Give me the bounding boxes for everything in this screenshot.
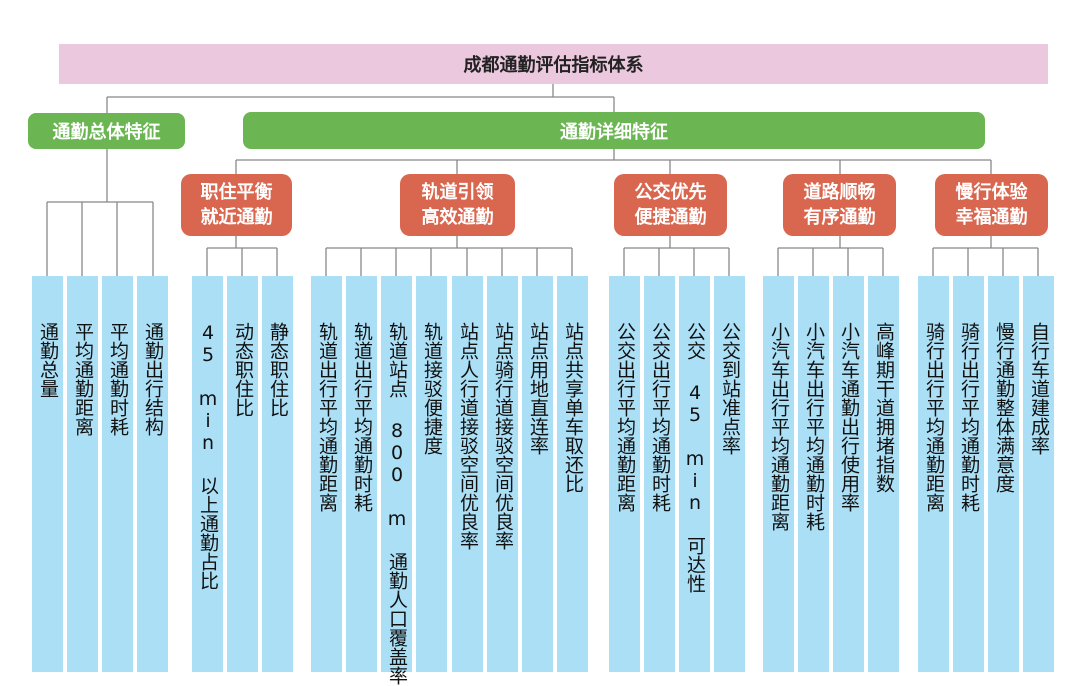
indicator-box: 平均通勤距离 xyxy=(67,276,98,672)
indicator-label: 公交出行平均通勤距离 xyxy=(614,322,636,512)
indicator-label: 轨道出行平均通勤时耗 xyxy=(351,322,373,512)
indicator-box: 轨道出行平均通勤时耗 xyxy=(346,276,377,672)
root-node: 成都通勤评估指标体系 xyxy=(59,44,1048,84)
indicator-box: 站点用地直连率 xyxy=(522,276,553,672)
indicator-box: 自行车道建成率 xyxy=(1023,276,1054,672)
indicator-box: 动态职住比 xyxy=(227,276,258,672)
indicator-box: 站点人行道接驳空间优良率 xyxy=(452,276,483,672)
indicator-label: 站点共享单车取还比 xyxy=(562,322,584,493)
indicator-label: 轨道接驳便捷度 xyxy=(421,322,443,455)
indicator-label: 静态职住比 xyxy=(267,322,289,417)
indicator-label: 自行车道建成率 xyxy=(1028,322,1050,455)
indicator-box: 慢行通勤整体满意度 xyxy=(988,276,1019,672)
indicator-label: 站点用地直连率 xyxy=(527,322,549,455)
category-overall-features: 通勤总体特征 xyxy=(28,113,185,149)
indicator-box: 通勤总量 xyxy=(32,276,63,672)
indicator-box: 公交到站准点率 xyxy=(714,276,745,672)
indicator-label: 慢行通勤整体满意度 xyxy=(993,322,1015,493)
indicator-label: 小汽车出行平均通勤时耗 xyxy=(803,322,825,531)
indicator-label: 小汽车通勤出行使用率 xyxy=(838,322,860,512)
indicator-label: 站点人行道接驳空间优良率 xyxy=(457,322,479,550)
indicator-label: 小汽车出行平均通勤距离 xyxy=(768,322,790,531)
indicator-label: 平均通勤时耗 xyxy=(107,322,129,436)
indicator-box: 静态职住比 xyxy=(262,276,293,672)
indicator-box: 公交出行平均通勤时耗 xyxy=(644,276,675,672)
indicator-box: 轨道接驳便捷度 xyxy=(416,276,447,672)
indicator-box: 平均通勤时耗 xyxy=(102,276,133,672)
indicator-box: 骑行出行平均通勤距离 xyxy=(918,276,949,672)
indicator-label: 站点骑行道接驳空间优良率 xyxy=(492,322,514,550)
indicator-box: 小汽车通勤出行使用率 xyxy=(833,276,864,672)
indicator-label: 通勤总量 xyxy=(37,322,59,398)
indicator-label: 平均通勤距离 xyxy=(72,322,94,436)
indicator-box: 45 min 以上通勤占比 xyxy=(192,276,223,672)
indicator-label: 轨道出行平均通勤距离 xyxy=(316,322,338,512)
subcategory-bus-priority: 公交优先 便捷通勤 xyxy=(614,174,727,236)
subcategory-slow-traffic: 慢行体验 幸福通勤 xyxy=(935,174,1048,236)
indicator-box: 通勤出行结构 xyxy=(137,276,168,672)
indicator-label: 公交到站准点率 xyxy=(719,322,741,455)
indicator-box: 公交出行平均通勤距离 xyxy=(609,276,640,672)
subcategory-rail-transit: 轨道引领 高效通勤 xyxy=(400,174,515,236)
indicator-label: 高峰期干道拥堵指数 xyxy=(873,322,895,493)
indicator-box: 骑行出行平均通勤时耗 xyxy=(953,276,984,672)
subcategory-job-housing-balance: 职住平衡 就近通勤 xyxy=(181,174,292,236)
indicator-label: 骑行出行平均通勤距离 xyxy=(923,322,945,512)
category-detailed-features: 通勤详细特征 xyxy=(243,112,985,149)
indicator-label: 45 min 以上通勤占比 xyxy=(197,322,219,590)
indicator-label: 骑行出行平均通勤时耗 xyxy=(958,322,980,512)
indicator-box: 小汽车出行平均通勤时耗 xyxy=(798,276,829,672)
indicator-label: 公交 45 min 可达性 xyxy=(684,322,706,593)
indicator-box: 高峰期干道拥堵指数 xyxy=(868,276,899,672)
indicator-label: 公交出行平均通勤时耗 xyxy=(649,322,671,512)
indicator-box: 站点骑行道接驳空间优良率 xyxy=(487,276,518,672)
indicator-box: 站点共享单车取还比 xyxy=(557,276,588,672)
indicator-box: 小汽车出行平均通勤距离 xyxy=(763,276,794,672)
indicator-label: 通勤出行结构 xyxy=(142,322,164,436)
indicator-box: 公交 45 min 可达性 xyxy=(679,276,710,672)
indicator-label: 动态职住比 xyxy=(232,322,254,417)
indicator-box: 轨道出行平均通勤距离 xyxy=(311,276,342,672)
subcategory-road-traffic: 道路顺畅 有序通勤 xyxy=(783,174,896,236)
indicator-box: 轨道站点 800 m 通勤人口覆盖率 xyxy=(381,276,412,685)
indicator-label: 轨道站点 800 m 通勤人口覆盖率 xyxy=(386,322,408,685)
